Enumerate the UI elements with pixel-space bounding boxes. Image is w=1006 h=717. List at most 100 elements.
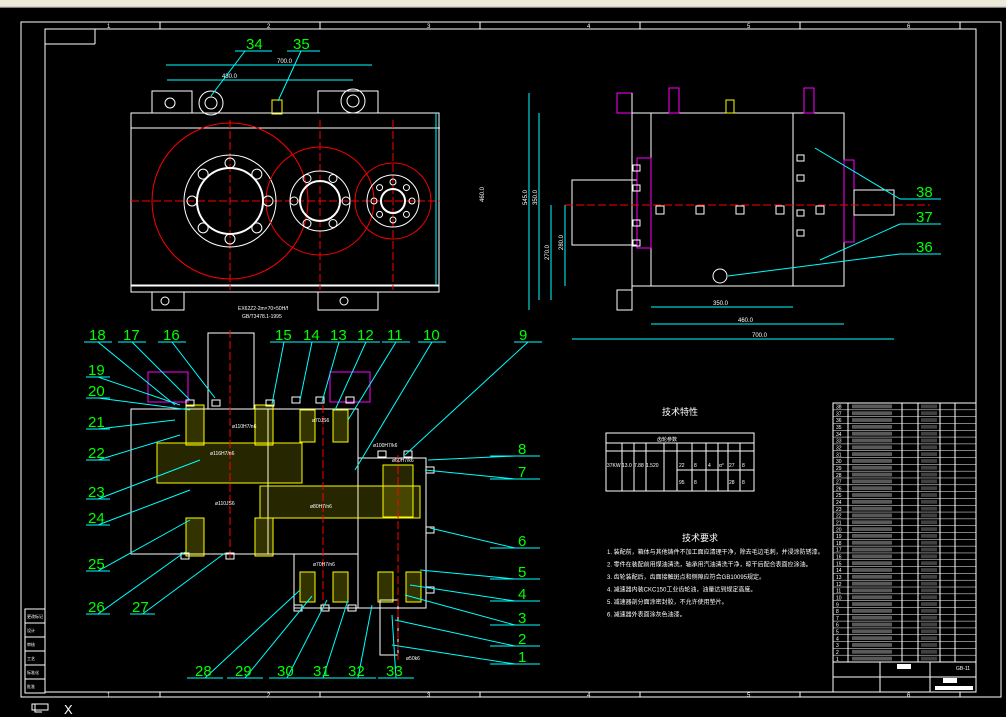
leader-line — [334, 341, 367, 411]
leader-line — [142, 552, 226, 615]
fit-label: ø70JS6 — [312, 418, 329, 424]
fit-label: ø110H7/n6 — [232, 424, 257, 430]
toolbar-segment[interactable] — [0, 0, 101, 6]
parts-row-no: 37 — [836, 411, 842, 417]
fit-label: ø70H7/n6 — [313, 562, 335, 568]
ruler-label: 4 — [587, 693, 591, 699]
bolt — [347, 604, 357, 612]
leader-line — [244, 595, 313, 679]
table-columns: 齿轮参数 — [621, 436, 741, 491]
leader-line — [204, 589, 301, 679]
parts-row-name — [852, 411, 892, 416]
callout-9: 9 — [519, 327, 527, 344]
leader-line — [424, 469, 516, 480]
dim-700: 700.0 — [277, 59, 293, 65]
lifting-eye — [340, 88, 366, 114]
bearing — [185, 517, 205, 557]
title-mark — [943, 678, 957, 683]
ruler-label: 4 — [587, 24, 591, 30]
parts-row-material — [921, 486, 937, 491]
toolbar-segment[interactable] — [655, 0, 776, 6]
parts-row-material — [921, 493, 937, 497]
callout-13: 13 — [330, 327, 347, 344]
toolbar-segment[interactable] — [775, 0, 1006, 6]
parts-row-name — [852, 472, 892, 477]
toolbar-segment[interactable] — [325, 0, 656, 6]
parts-row-material — [921, 445, 937, 450]
leader-36 — [727, 253, 901, 277]
parts-row-material — [921, 595, 937, 600]
bolt — [425, 586, 435, 594]
parts-row-material — [921, 418, 937, 422]
bolt — [345, 396, 355, 404]
parts-row-name — [852, 602, 892, 606]
callout-3: 3 — [518, 610, 526, 627]
bolt-hole — [402, 184, 410, 192]
parts-list: 3837363534333231302928272625242322212019… — [832, 402, 977, 693]
bolt — [735, 205, 745, 215]
tech-req-title: 技术要求 — [682, 532, 718, 543]
callout-36: 36 — [916, 239, 933, 256]
parts-row-no: 30 — [836, 459, 842, 465]
parts-row-no: 17 — [836, 548, 842, 554]
requirement-item: 2. 零件在装配前用煤油清洗，轴承用汽油清洗干净，晾干后配合表面应涂油。 — [607, 561, 812, 569]
callout-5: 5 — [518, 564, 526, 581]
bearing — [299, 409, 316, 443]
parts-row-no: 38 — [836, 405, 842, 411]
leader-line — [404, 594, 516, 626]
leader-35 — [277, 50, 302, 102]
lifting-eye-hole — [204, 96, 218, 110]
parts-row-no: 24 — [836, 500, 842, 506]
fit-labels: ø110H7/n6ø116H7/n6ø110JS6ø100H7/k6ø80H7/… — [210, 418, 420, 662]
parts-row-name — [852, 615, 892, 620]
bolt-hole — [370, 197, 378, 205]
callout-31: 31 — [313, 663, 330, 680]
bolt — [775, 205, 785, 215]
leader-line — [97, 376, 181, 406]
tech-cell: 8 — [742, 480, 745, 486]
toolbar-strip — [0, 0, 1006, 8]
requirement-item: 4. 减速器内装CKC150工业齿轮油，油量达到规定高度。 — [607, 586, 756, 594]
stamp-label: 批准 — [27, 683, 35, 689]
parts-row-no: 25 — [836, 493, 842, 499]
parts-row-name — [852, 581, 892, 586]
drawing-frame — [44, 28, 977, 693]
bearing-seat — [366, 174, 420, 228]
toolbar-segment[interactable] — [100, 0, 326, 6]
shaft-spec-std: GB/T3478.1-1995 — [242, 314, 282, 320]
leader-line — [391, 644, 516, 665]
parts-row-name — [852, 431, 892, 436]
parts-row-material — [921, 629, 937, 634]
parts-row-name — [852, 629, 892, 634]
bolt-hole — [186, 195, 198, 207]
dim-545: 545.0 — [523, 189, 529, 205]
leader-line — [429, 527, 516, 549]
parts-row-material — [921, 547, 937, 552]
parts-row-material — [921, 527, 937, 531]
bolt-hole — [197, 222, 209, 234]
lifting-bolt — [803, 87, 815, 114]
bolt — [315, 396, 325, 404]
bolt-row — [632, 154, 825, 247]
dim-350-v: 350.0 — [533, 189, 539, 205]
callout-37: 37 — [916, 209, 933, 226]
title-mark — [897, 664, 911, 669]
gear-pitch-circle — [354, 162, 432, 240]
bolt — [320, 604, 330, 612]
parts-row-no: 21 — [836, 520, 842, 526]
requirement-item: 6. 减速器外表面涂灰色油漆。 — [607, 611, 686, 619]
leader-38 — [814, 147, 901, 200]
parts-row-no: 34 — [836, 432, 842, 438]
bearing-seat — [183, 154, 277, 248]
parts-row-material — [921, 540, 937, 545]
parts-row-material — [921, 649, 937, 654]
bearing — [254, 404, 274, 446]
housing-outline — [130, 112, 440, 286]
side-view: 350.0 460.0 700.0 545.0 350.0 270.0 280.… — [523, 87, 941, 340]
leader-line — [419, 569, 516, 580]
parts-row-name — [852, 418, 892, 422]
tech-cell: 28 — [729, 480, 735, 486]
callout-11: 11 — [387, 327, 403, 344]
tech-char-title: 技术特性 — [662, 406, 698, 417]
